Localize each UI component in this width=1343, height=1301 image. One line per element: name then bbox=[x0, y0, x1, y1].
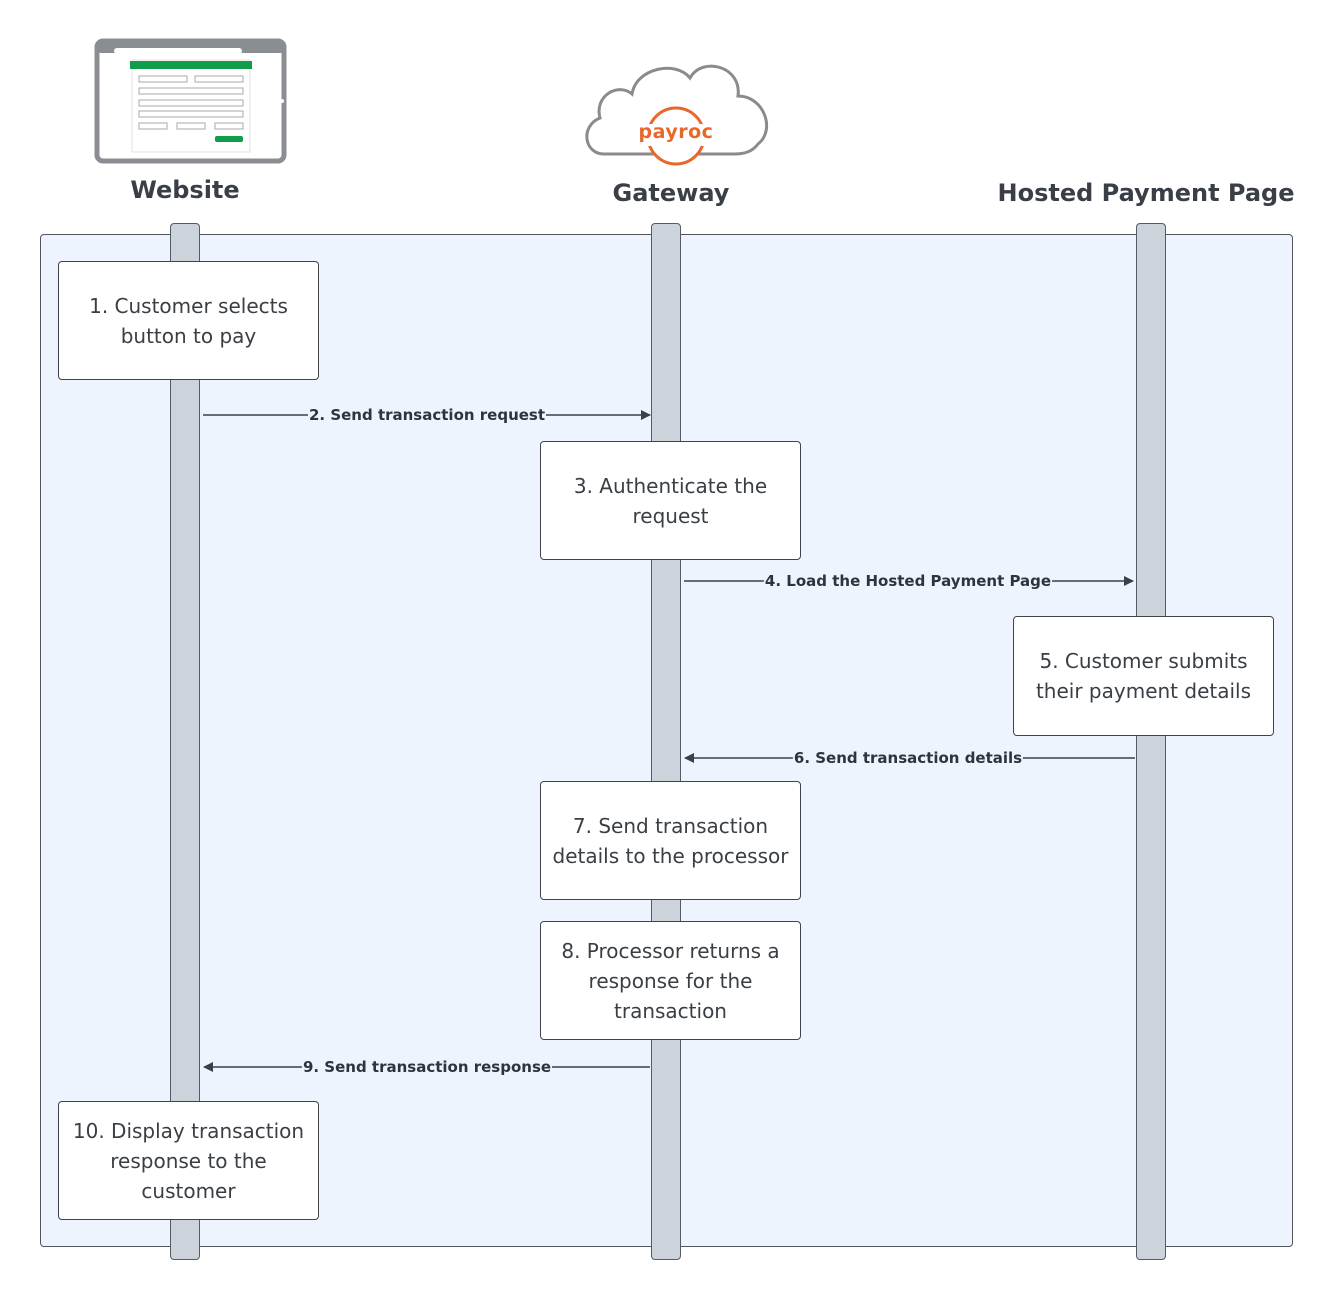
step-8-text: 8. Processor returns a response for the … bbox=[561, 938, 780, 1023]
step-8-box: 8. Processor returns a response for the … bbox=[540, 921, 801, 1040]
step-10-text: 10. Display transaction response to the … bbox=[72, 1118, 305, 1203]
step-10-box: 10. Display transaction response to the … bbox=[58, 1101, 319, 1220]
actor-gateway-label: Gateway bbox=[612, 179, 730, 207]
step-3-box: 3. Authenticate the request bbox=[540, 441, 801, 560]
payroc-logo-text: payroc bbox=[638, 121, 714, 143]
step-7-text: 7. Send transaction details to the proce… bbox=[552, 813, 789, 868]
message-9-label: 9. Send transaction response bbox=[301, 1058, 553, 1076]
actor-hosted-payment-page-label: Hosted Payment Page bbox=[997, 179, 1295, 207]
lifeline-website bbox=[170, 223, 200, 1260]
lifeline-hosted-payment-page bbox=[1136, 223, 1166, 1260]
lifeline-gateway bbox=[651, 223, 681, 1260]
step-1-box: 1. Customer selects button to pay bbox=[58, 261, 319, 380]
message-6-label: 6. Send transaction details bbox=[792, 749, 1024, 767]
message-4-label: 4. Load the Hosted Payment Page bbox=[763, 572, 1053, 590]
step-7-box: 7. Send transaction details to the proce… bbox=[540, 781, 801, 900]
step-1-text: 1. Customer selects button to pay bbox=[89, 293, 288, 348]
message-2-label: 2. Send transaction request bbox=[307, 406, 547, 424]
website-icon bbox=[94, 38, 287, 164]
step-3-text: 3. Authenticate the request bbox=[573, 473, 768, 528]
actor-website-label: Website bbox=[130, 176, 240, 204]
step-5-text: 5. Customer submits their payment detail… bbox=[1035, 649, 1252, 703]
payroc-cloud-logo: payroc bbox=[580, 60, 772, 166]
step-5-box: 5. Customer submits their payment detail… bbox=[1013, 616, 1274, 736]
